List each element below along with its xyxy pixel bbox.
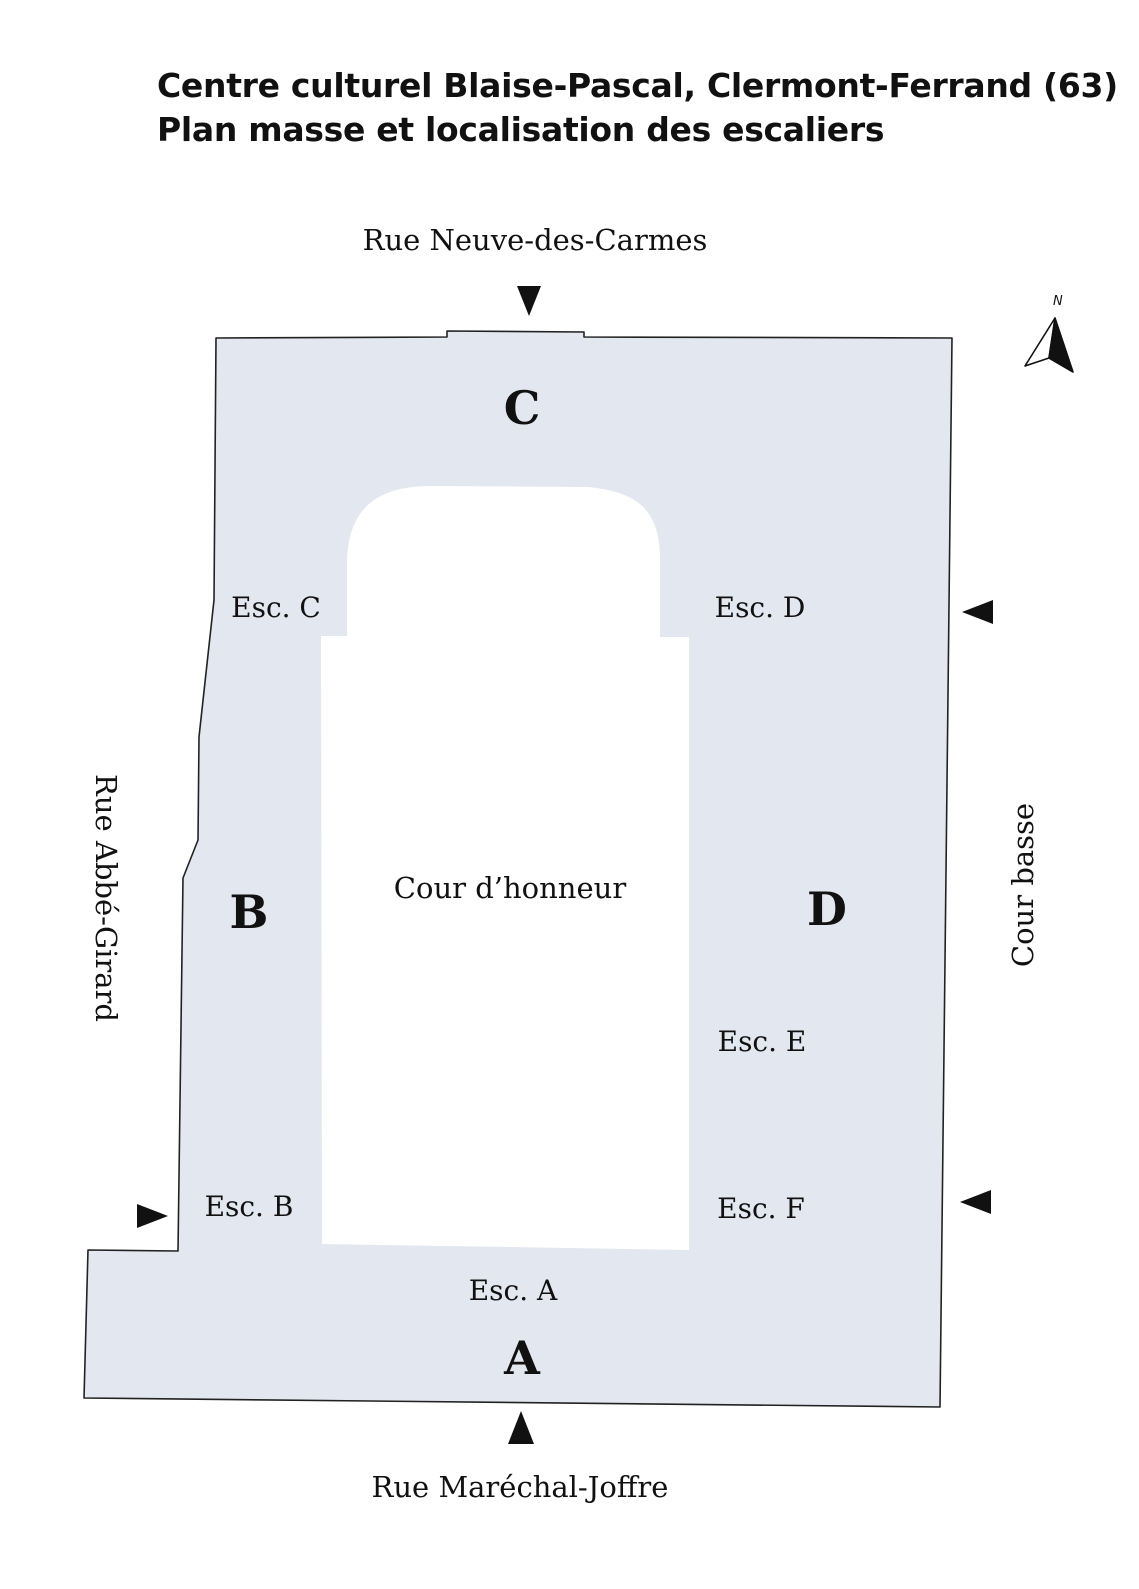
street-label-east: Cour basse bbox=[1006, 803, 1040, 967]
wing-label-b: B bbox=[230, 885, 269, 939]
stair-label-e: Esc. E bbox=[718, 1025, 807, 1058]
courtyard-label: Cour d’honneur bbox=[394, 871, 627, 905]
entrance-arrow-icon bbox=[137, 1204, 168, 1228]
north-arrow-icon: N bbox=[1024, 294, 1074, 373]
street-label-north: Rue Neuve-des-Carmes bbox=[363, 223, 708, 257]
north-label: N bbox=[1053, 294, 1063, 309]
map-title-line-1: Centre culturel Blaise-Pascal, Clermont-… bbox=[157, 66, 1118, 105]
wing-label-d: D bbox=[807, 882, 847, 936]
street-label-south: Rue Maréchal-Joffre bbox=[372, 1470, 669, 1504]
entrance-arrow-icon bbox=[517, 286, 541, 316]
stair-label-f: Esc. F bbox=[717, 1192, 805, 1225]
courtyard-area bbox=[321, 486, 689, 1250]
street-label-west: Rue Abbé-Girard bbox=[89, 774, 123, 1022]
wing-label-a: A bbox=[503, 1331, 541, 1385]
entrance-arrow-icon bbox=[962, 600, 993, 624]
stair-label-c: Esc. C bbox=[231, 591, 321, 624]
map-title: Centre culturel Blaise-Pascal, Clermont-… bbox=[157, 64, 1118, 152]
entrance-arrow-icon bbox=[508, 1411, 534, 1444]
map-title-line-2: Plan masse et localisation des escaliers bbox=[157, 110, 885, 149]
entrance-arrow-icon bbox=[960, 1190, 991, 1214]
stair-label-b: Esc. B bbox=[205, 1190, 294, 1223]
stair-label-d: Esc. D bbox=[715, 591, 806, 624]
stair-label-a: Esc. A bbox=[469, 1274, 558, 1307]
wing-label-c: C bbox=[504, 381, 541, 435]
